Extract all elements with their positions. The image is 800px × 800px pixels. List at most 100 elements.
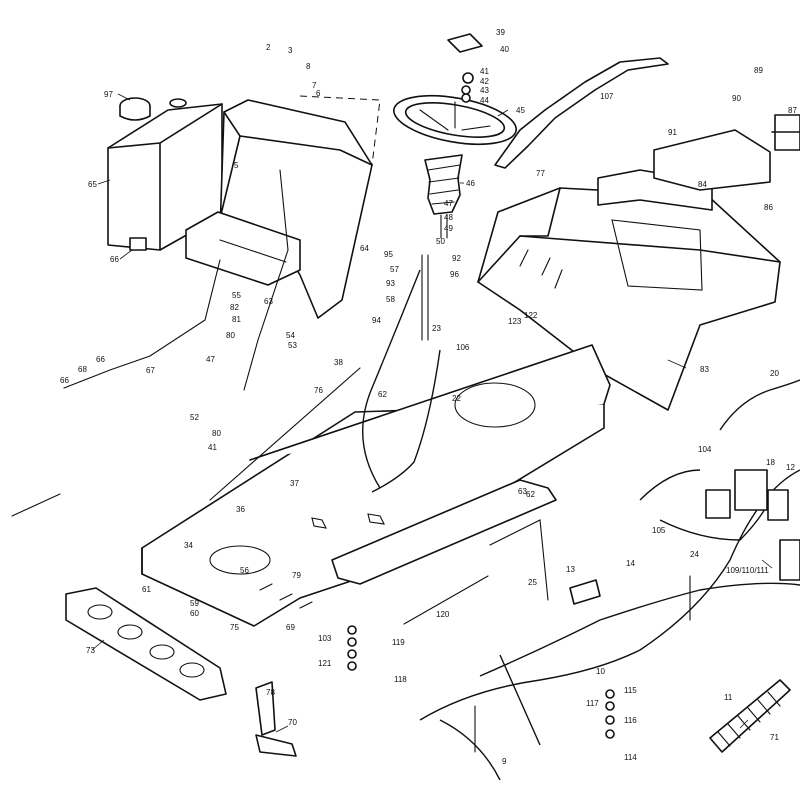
callout-123: 123	[508, 317, 522, 326]
callout-55: 55	[232, 291, 241, 300]
callout-5: 5	[234, 161, 239, 170]
callout-64: 64	[360, 244, 369, 253]
callout-117: 117	[586, 699, 599, 708]
callout-36: 36	[236, 505, 245, 514]
callout-6: 6	[316, 89, 321, 98]
leader-lines	[91, 93, 773, 733]
callout-75: 75	[230, 623, 239, 632]
callout-13: 13	[566, 565, 575, 574]
callout-22: 22	[452, 394, 461, 403]
callout-91: 91	[668, 128, 677, 137]
callout-81: 81	[232, 315, 241, 324]
callout-66: 66	[110, 255, 119, 264]
callout-114: 114	[624, 753, 637, 762]
callout-49: 49	[444, 224, 453, 233]
callout-8: 8	[306, 62, 311, 71]
steering-assembly	[243, 33, 517, 391]
callout-115: 115	[624, 686, 637, 695]
fuel-tank	[107, 97, 223, 251]
callout-45: 45	[516, 106, 525, 115]
chassis-frame	[141, 344, 611, 627]
callout-53: 53	[288, 341, 297, 350]
callout-70: 70	[288, 718, 297, 727]
hood	[477, 187, 781, 411]
callout-48: 48	[444, 213, 453, 222]
callout-47b: 47	[206, 355, 215, 364]
callout-25: 25	[528, 578, 537, 587]
callout-78: 78	[266, 688, 275, 697]
callout-84: 84	[698, 180, 707, 189]
callout-82: 82	[230, 303, 239, 312]
hood-brace	[494, 57, 800, 211]
callout-52: 52	[190, 413, 199, 422]
callout-90: 90	[732, 94, 741, 103]
callout-46: 46	[466, 179, 475, 188]
callout-40: 40	[500, 45, 509, 54]
pedal-assembly	[255, 681, 297, 757]
callout-9: 9	[502, 757, 507, 766]
callout-119: 119	[392, 638, 405, 647]
callout-67: 67	[146, 366, 155, 375]
callout-59: 59	[190, 599, 199, 608]
callout-63b: 63	[518, 487, 527, 496]
callout-2: 2	[266, 43, 271, 52]
callout-94: 94	[372, 316, 381, 325]
callout-50: 50	[436, 237, 445, 246]
callout-68: 68	[78, 365, 87, 374]
callout-39: 39	[496, 28, 505, 37]
callout-80b: 80	[212, 429, 221, 438]
callout-89: 89	[754, 66, 763, 75]
callout-43: 43	[480, 86, 489, 95]
callout-11: 11	[724, 693, 733, 702]
callout-80: 80	[226, 331, 235, 340]
callout-73: 73	[86, 646, 95, 655]
callout-69: 69	[286, 623, 295, 632]
callout-77: 77	[536, 169, 545, 178]
callout-12: 12	[786, 463, 795, 472]
callout-63: 63	[264, 297, 273, 306]
callout-44: 44	[480, 96, 489, 105]
callout-labels: 97 2 3 8 7 6 5 65 66 64 39 40 41 42 43 4…	[60, 28, 797, 766]
callout-86: 86	[764, 203, 773, 212]
callout-95: 95	[384, 250, 393, 259]
callout-41: 41	[480, 67, 489, 76]
callout-66c: 66	[60, 376, 69, 385]
hardware-stack	[347, 72, 615, 739]
wiring-harness	[419, 379, 800, 781]
callout-7: 7	[312, 81, 317, 90]
callout-109-110-111: 109/110/111	[726, 566, 769, 575]
front-bumper	[65, 587, 227, 701]
callout-97: 97	[104, 90, 113, 99]
callout-107: 107	[600, 92, 614, 101]
callout-96: 96	[450, 270, 459, 279]
callout-37: 37	[290, 479, 299, 488]
cables	[362, 269, 441, 493]
callout-83: 83	[700, 365, 709, 374]
callout-66b: 66	[96, 355, 105, 364]
callout-76: 76	[314, 386, 323, 395]
callout-23: 23	[432, 324, 441, 333]
callout-56: 56	[240, 566, 249, 575]
callout-93: 93	[386, 279, 395, 288]
callout-58: 58	[386, 295, 395, 304]
flex-hose	[709, 679, 791, 753]
callout-54: 54	[286, 331, 295, 340]
callout-38: 38	[334, 358, 343, 367]
callout-42: 42	[480, 77, 489, 86]
callout-87: 87	[788, 106, 797, 115]
callout-3: 3	[288, 46, 293, 55]
callout-116: 116	[624, 716, 637, 725]
callout-57: 57	[390, 265, 399, 274]
callout-71: 71	[770, 733, 779, 742]
callout-79: 79	[292, 571, 301, 580]
callout-61: 61	[142, 585, 151, 594]
callout-105: 105	[652, 526, 666, 535]
callout-103: 103	[318, 634, 332, 643]
callout-10: 10	[596, 667, 605, 676]
callout-121: 121	[318, 659, 332, 668]
callout-65: 65	[88, 180, 97, 189]
callout-34: 34	[184, 541, 193, 550]
callout-122: 122	[524, 311, 538, 320]
callout-60: 60	[190, 609, 199, 618]
